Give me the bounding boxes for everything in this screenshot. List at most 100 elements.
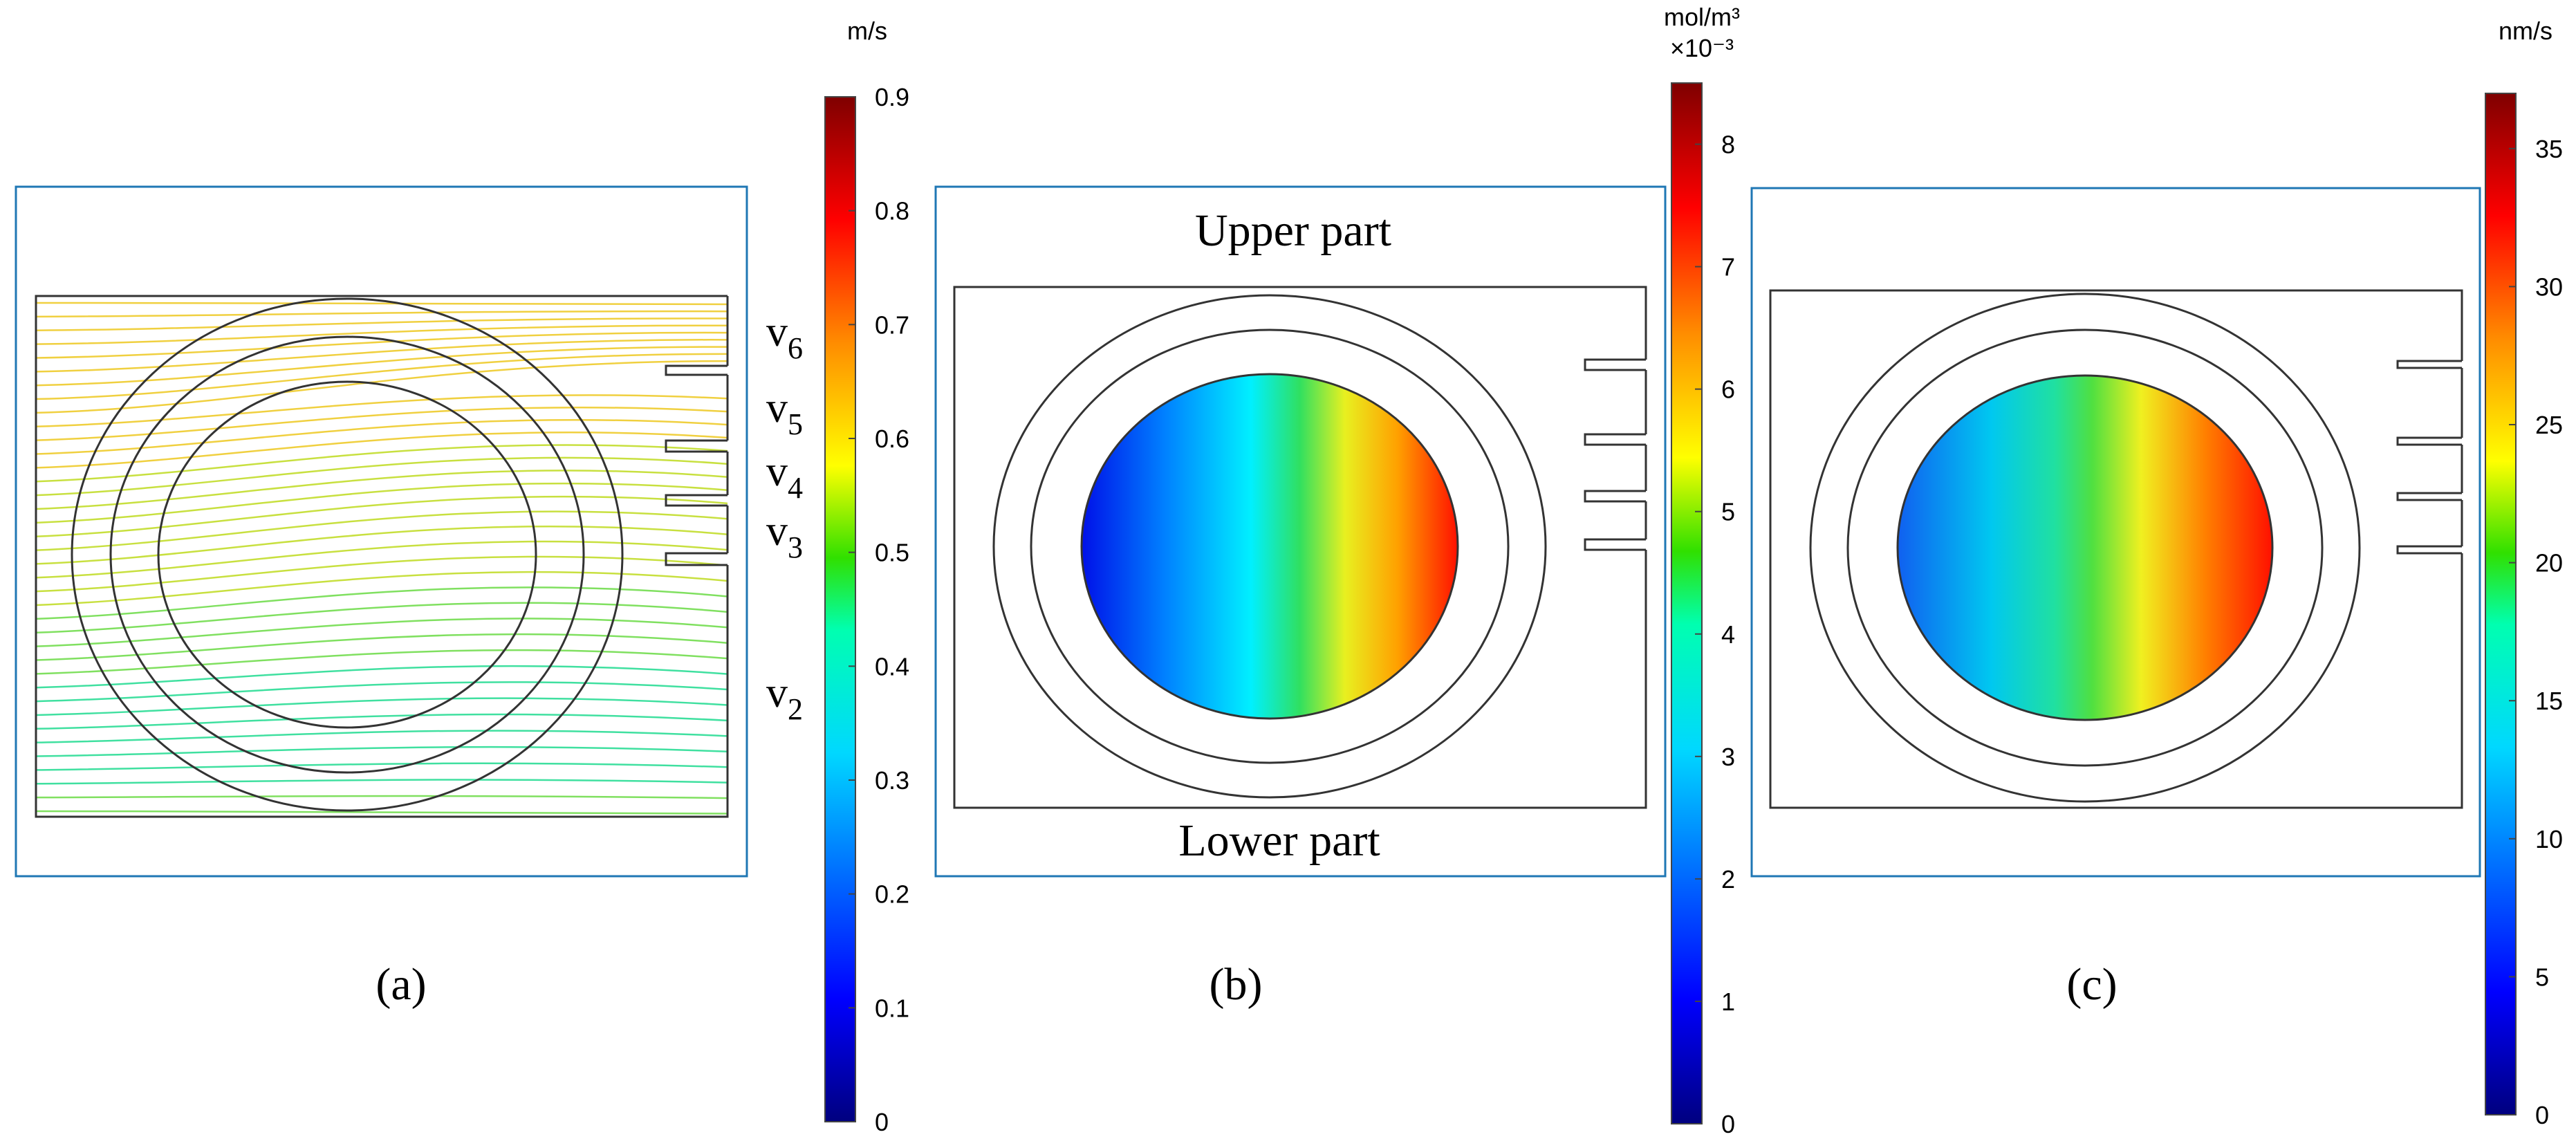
streamline [36, 331, 728, 359]
colorbar-tick-label: 30 [2535, 272, 2563, 301]
reactor-outline-b [953, 286, 1647, 809]
wafer-concentration-map [1080, 373, 1459, 720]
streamline [36, 310, 728, 318]
outer-ring-c [1809, 293, 2361, 803]
streamline [36, 317, 728, 331]
streamline [36, 431, 728, 469]
reactor-geometry-c [1769, 289, 2463, 809]
outlet-slot-4 [665, 494, 728, 507]
streamline [36, 482, 728, 524]
colorbar-tick-label: 0 [1721, 1110, 1735, 1138]
outlet-label-v2: v2 [766, 669, 803, 726]
caption-c: (c) [2066, 959, 2117, 1010]
wafer-deposition-map [1896, 374, 2274, 721]
colorbar-tick-label: 15 [2535, 687, 2563, 715]
colorbar-tick-label: 25 [2535, 411, 2563, 439]
streamline [36, 779, 728, 785]
outlet-labels: v6 v5 v4 v3 v2 [766, 308, 803, 726]
outlet-slot-5 [665, 439, 728, 453]
colorbar-concentration-unit: mol/m³ [1664, 3, 1740, 31]
streamline [36, 510, 728, 551]
outer-ring [71, 297, 624, 812]
outlet-slot-c3 [2396, 492, 2462, 501]
streamline [36, 346, 728, 387]
colorbar-tick-label: 0.2 [875, 880, 909, 909]
streamline [36, 324, 728, 345]
streamline [36, 633, 728, 661]
panel-a: v6 v5 v4 v3 v2 (a) [15, 185, 803, 1010]
colorbar-tick-label: 0.5 [875, 539, 909, 567]
reactor-outline-c [1769, 289, 2463, 809]
streamline [36, 394, 728, 428]
colorbar-tick-label: 0.4 [875, 652, 909, 680]
streamline [36, 618, 728, 647]
outlet-slot-b3 [1584, 490, 1646, 503]
streamline [36, 495, 728, 537]
streamline [36, 586, 728, 620]
panel-c-frame [1750, 187, 2481, 878]
outlet-slot-c2 [2396, 436, 2462, 446]
streamline [36, 649, 728, 675]
streamline [36, 353, 728, 400]
panel-c: (c) [1750, 187, 2481, 1010]
lower-part-label: Lower part [1178, 815, 1380, 866]
colorbar-tick-label: 0.6 [875, 425, 909, 453]
colorbars-group: m/s 00.10.20.30.40.50.60.70.80.9 mol/m³ … [824, 3, 2563, 1138]
colorbar-tick-label: 0.8 [875, 197, 909, 225]
middle-ring-c [1846, 328, 2324, 767]
colorbar-tick-label: 0 [2535, 1101, 2549, 1129]
colorbar-tick-label: 5 [1721, 498, 1735, 526]
panel-a-frame [15, 185, 748, 878]
outlet-slot-b4 [1584, 538, 1646, 551]
colorbar-tick-label: 3 [1721, 743, 1735, 771]
colorbar-tick-label: 0.1 [875, 994, 909, 1022]
reactor-geometry-b [953, 286, 1647, 809]
outlet-slot-6 [665, 364, 728, 376]
streamline [36, 697, 728, 716]
upper-part-label: Upper part [1195, 205, 1391, 256]
streamlines-group [36, 302, 728, 815]
outlet-label-v5: v5 [766, 385, 803, 441]
colorbar-tick-label: 0 [875, 1108, 889, 1136]
caption-b: (b) [1210, 959, 1263, 1010]
panel-b-frame [934, 185, 1667, 878]
colorbar-velocity-bar [824, 96, 856, 1122]
colorbar-tick-label: 35 [2535, 135, 2563, 163]
streamline [36, 456, 728, 497]
colorbar-rate-bar [2485, 93, 2517, 1115]
streamline [36, 730, 728, 743]
caption-a: (a) [376, 959, 426, 1010]
outlet-slot-b1 [1584, 358, 1646, 371]
streamline [36, 795, 728, 799]
colorbar-tick-label: 4 [1721, 620, 1735, 649]
outer-ring-b [992, 294, 1547, 799]
colorbar-velocity-ticks: 00.10.20.30.40.50.60.70.80.9 [849, 83, 909, 1136]
outlet-label-v3: v3 [766, 508, 803, 564]
streamline [36, 665, 728, 689]
streamline [36, 525, 728, 565]
reactor-outline [35, 295, 729, 818]
streamline [36, 339, 728, 373]
colorbar-rate-ticks: 0 5 10 15 20 25 30 35 [2509, 135, 2563, 1129]
colorbar-tick-label: 2 [1721, 865, 1735, 893]
colorbar-concentration-multiplier: ×10⁻³ [1670, 34, 1734, 62]
colorbar-tick-label: 20 [2535, 549, 2563, 577]
streamline [36, 571, 728, 606]
colorbar-tick-label: 0.9 [875, 83, 909, 111]
wafer-outline [157, 380, 537, 729]
outlet-label-v4: v4 [766, 448, 803, 505]
colorbar-rate-unit: nm/s [2499, 17, 2552, 45]
colorbar-tick-label: 8 [1721, 131, 1735, 159]
colorbar-tick-label: 1 [1721, 988, 1735, 1016]
streamline [36, 418, 728, 455]
streamline [36, 302, 728, 306]
colorbar-tick-label: 10 [2535, 825, 2563, 853]
colorbar-tick-label: 5 [2535, 963, 2549, 991]
middle-ring-b [1030, 328, 1510, 764]
streamline [36, 762, 728, 771]
colorbar-tick-label: 0.7 [875, 311, 909, 339]
streamline [36, 602, 728, 634]
